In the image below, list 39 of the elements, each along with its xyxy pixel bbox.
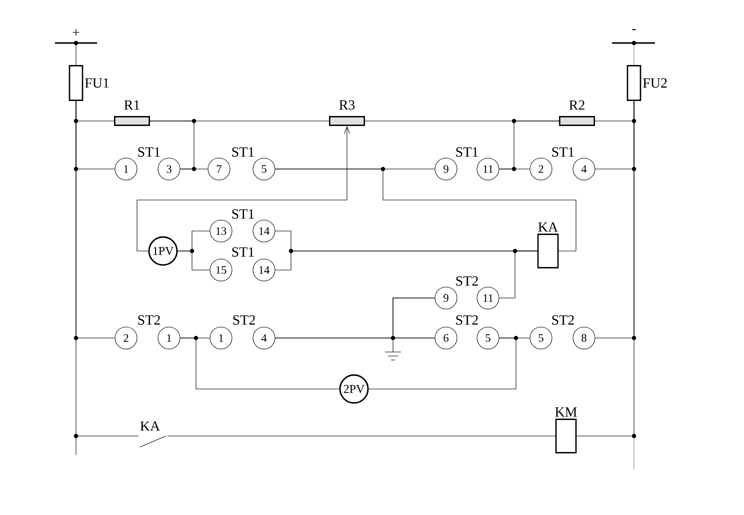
switch-label: ST1 bbox=[138, 147, 160, 157]
polarity-sign: + bbox=[72, 29, 80, 36]
polarity-sign: - bbox=[632, 29, 636, 30]
relay-coil: KA bbox=[537, 222, 559, 268]
node-label: FU2 bbox=[642, 78, 667, 88]
wire bbox=[392, 298, 435, 338]
node-label: KA bbox=[538, 222, 558, 232]
wire bbox=[576, 100, 634, 436]
resistor: R3 bbox=[329, 100, 365, 126]
switch-label: ST1 bbox=[232, 147, 254, 157]
fuse: FU1 bbox=[68, 65, 109, 101]
resistor: R1 bbox=[114, 100, 150, 126]
switch-label: ST1 bbox=[232, 209, 254, 219]
wire bbox=[499, 250, 538, 298]
node-label: FU1 bbox=[85, 78, 109, 88]
wire bbox=[499, 120, 560, 170]
resistor: R2 bbox=[559, 100, 595, 126]
switch-label: ST2 bbox=[456, 276, 478, 286]
node-label: R2 bbox=[569, 100, 584, 110]
wire bbox=[177, 250, 210, 270]
node-label: R3 bbox=[339, 100, 355, 110]
wire bbox=[180, 338, 340, 390]
node-label: KM bbox=[555, 407, 577, 417]
switch-label: ST2 bbox=[233, 315, 255, 325]
wire bbox=[368, 338, 516, 390]
switch-label: ST1 bbox=[232, 247, 254, 257]
wire bbox=[76, 100, 140, 436]
wire bbox=[150, 120, 194, 170]
switch-label: ST2 bbox=[552, 315, 574, 325]
wire bbox=[275, 168, 576, 252]
fuse: FU2 bbox=[626, 65, 667, 101]
switch-contact: KA bbox=[140, 421, 166, 448]
wire bbox=[136, 126, 350, 252]
switch-label: ST1 bbox=[552, 147, 574, 157]
relay-coil: KM bbox=[555, 407, 577, 454]
switch-label: ST1 bbox=[456, 147, 478, 157]
switch-label: ST2 bbox=[456, 315, 478, 325]
node-label: R1 bbox=[124, 100, 140, 110]
switch-label: ST2 bbox=[138, 315, 160, 325]
